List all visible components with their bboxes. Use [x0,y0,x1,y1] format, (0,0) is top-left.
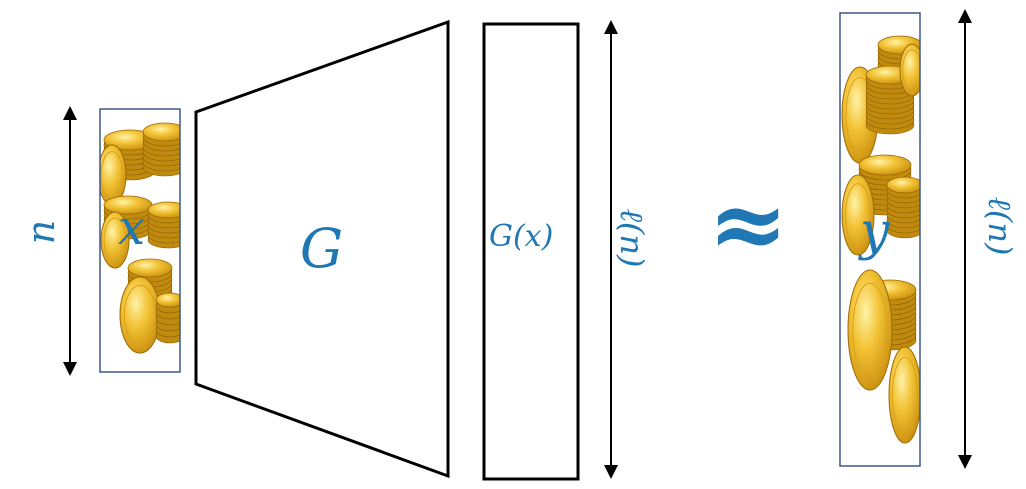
output-label: G(x) [489,219,554,254]
coin-face-ring [852,282,888,378]
coin-face-ring [892,357,918,433]
coin-face [847,269,893,391]
coin-face [888,346,920,444]
coin-face [127,258,173,278]
input-frame [99,108,181,373]
coin-face-ring [845,183,871,247]
generator-label: G [300,217,344,280]
coin-face-ring [902,49,920,91]
target-frame [839,12,921,467]
target-label: y [860,202,890,262]
coin-face [147,201,180,219]
output-block [482,22,580,481]
coin-face [119,276,161,354]
coin-face [841,174,875,256]
coin-face [100,211,130,269]
coin-face [886,176,920,194]
coin-face [142,122,180,142]
target-size-label: ℓ(n) [981,196,1019,256]
input-size-label: n [19,219,63,245]
input-coin-image [100,122,180,354]
output-size-label: ℓ(n) [613,208,651,268]
coin-face-ring [103,217,127,263]
input-label: x [118,200,146,256]
generator-block [194,19,450,479]
target-coin-image [841,35,920,444]
coin-face [155,292,180,308]
approx-symbol: ≈ [708,167,789,280]
coin-face-ring [123,284,157,346]
coin-face [858,154,912,176]
